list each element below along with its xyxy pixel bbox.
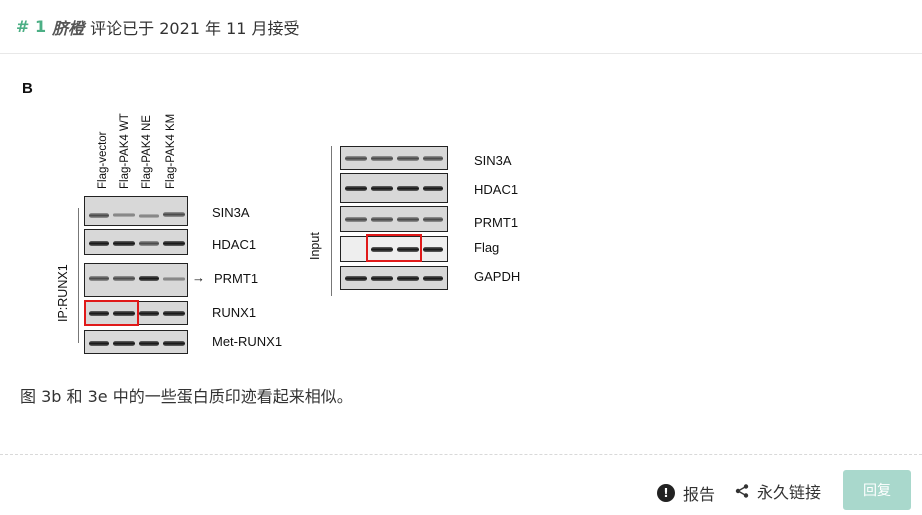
lane-label: Flag-PAK4 NE	[141, 115, 153, 189]
blot-label: HDAC1	[474, 182, 519, 197]
exclamation-circle-icon: !	[657, 484, 675, 502]
blot-label: HDAC1	[212, 237, 257, 252]
blot-label: GAPDH	[474, 269, 521, 284]
blot-input-prmt1	[340, 206, 448, 232]
blot-label: PRMT1	[474, 215, 519, 230]
blot-input-flag	[340, 236, 448, 262]
highlight-box	[366, 234, 422, 262]
blot-ip-sin3a	[84, 196, 188, 226]
blot-label: SIN3A	[474, 153, 512, 168]
blot-label: RUNX1	[212, 305, 257, 320]
blot-ip-met-runx1	[84, 330, 188, 354]
reply-button[interactable]: 回复	[843, 470, 911, 510]
blot-label: Flag	[474, 240, 500, 255]
western-blot-figure: B Flag-vector Flag-PAK4 WT Flag-PAK4 NE …	[18, 74, 578, 364]
blot-label: Met-RUNX1	[212, 334, 283, 349]
blot-ip-hdac1	[84, 229, 188, 255]
blot-input-gapdh	[340, 266, 448, 290]
lane-label: Flag-PAK4 KM	[165, 113, 177, 189]
blot-label: SIN3A	[212, 205, 250, 220]
input-bracket-line	[331, 146, 332, 296]
comment-body: 图 3b 和 3e 中的一些蛋白质印迹看起来相似。	[20, 387, 353, 406]
panel-letter: B	[22, 80, 33, 97]
arrow-icon: →	[192, 270, 205, 285]
blot-input-sin3a	[340, 146, 448, 170]
blot-ip-prmt1	[84, 263, 188, 297]
permalink-label: 永久链接	[757, 483, 822, 502]
input-label: Input	[308, 232, 322, 260]
share-icon	[735, 484, 749, 498]
lane-label: Flag-PAK4 WT	[119, 113, 131, 189]
comment-meta: 评论已于 2021 年 11 月接受	[90, 18, 300, 38]
comment-footer: ! 报告 永久链接 回复	[0, 454, 922, 515]
report-label: 报告	[683, 485, 716, 504]
report-button[interactable]: ! 报告	[657, 481, 715, 505]
blot-label: PRMT1	[214, 271, 259, 286]
ip-bracket-line	[78, 208, 79, 343]
blot-input-hdac1	[340, 173, 448, 203]
comment-header: # 1 脐橙 评论已于 2021 年 11 月接受	[0, 0, 922, 54]
comment-number[interactable]: # 1	[16, 17, 47, 36]
blot-ip-runx1	[84, 301, 188, 325]
lane-label: Flag-vector	[97, 131, 109, 189]
ip-label: IP:RUNX1	[56, 264, 70, 322]
comment-author[interactable]: 脐橙	[52, 18, 85, 38]
permalink-button[interactable]: 永久链接	[735, 479, 821, 503]
highlight-box	[84, 300, 139, 326]
